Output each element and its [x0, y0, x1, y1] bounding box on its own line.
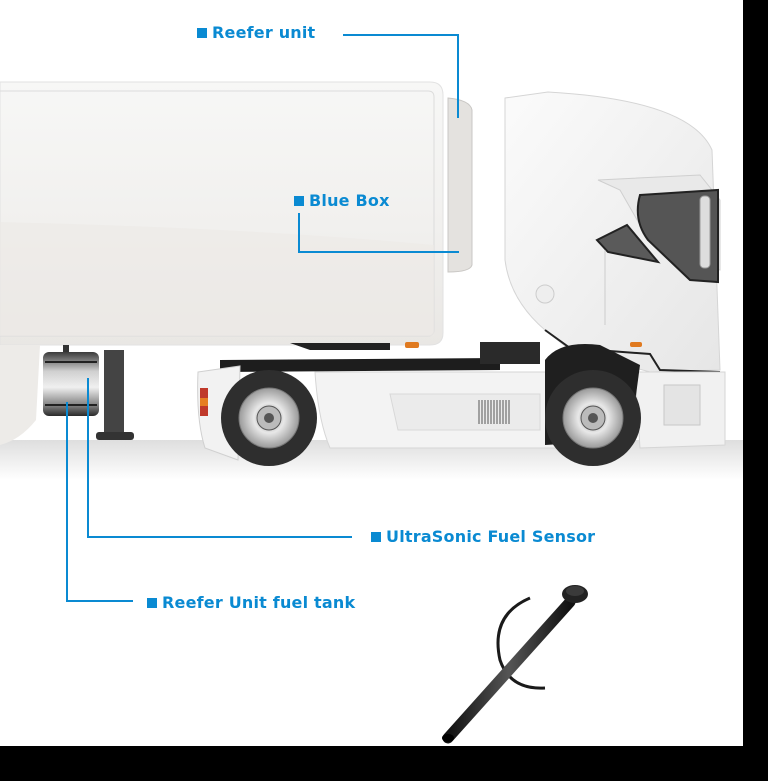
bullet-square-icon — [371, 532, 381, 542]
label-reefer-unit: Reefer unit — [212, 23, 316, 42]
callout-reefer-unit-fuel-tank: Reefer Unit fuel tank — [147, 594, 355, 612]
rear-wheel — [221, 370, 317, 466]
vent-grille — [478, 400, 510, 424]
ultrasonic-sensor-illustration — [442, 585, 588, 744]
callout-reefer-unit: Reefer unit — [197, 24, 315, 42]
leader-blue-box-v — [298, 213, 300, 253]
callout-ultrasonic-fuel-sensor: UltraSonic Fuel Sensor — [371, 528, 595, 546]
leader-reefer-unit-h — [343, 34, 459, 36]
bullet-square-icon — [294, 196, 304, 206]
trailer-body — [0, 81, 444, 445]
fuel-tank — [43, 345, 99, 416]
front-wheel — [545, 370, 641, 466]
leader-fuel-tank-v — [66, 402, 68, 602]
leader-fuel-tank-h — [66, 600, 133, 602]
leader-fuel-sensor-h — [87, 536, 352, 538]
callout-blue-box: Blue Box — [294, 192, 390, 210]
leader-reefer-unit-v — [457, 34, 459, 118]
reefer-unit-shape — [447, 97, 473, 273]
bullet-square-icon — [147, 598, 157, 608]
landing-gear — [96, 350, 134, 440]
label-blue-box: Blue Box — [309, 191, 390, 210]
truck-illustration — [0, 81, 743, 744]
diagram-canvas: Reefer unit Blue Box UltraSonic Fuel Sen… — [0, 0, 743, 746]
bullet-square-icon — [197, 28, 207, 38]
leader-fuel-sensor-v — [87, 378, 89, 538]
label-reefer-unit-fuel-tank: Reefer Unit fuel tank — [162, 593, 356, 612]
leader-blue-box-h — [298, 251, 459, 253]
label-ultrasonic-fuel-sensor: UltraSonic Fuel Sensor — [386, 527, 596, 546]
